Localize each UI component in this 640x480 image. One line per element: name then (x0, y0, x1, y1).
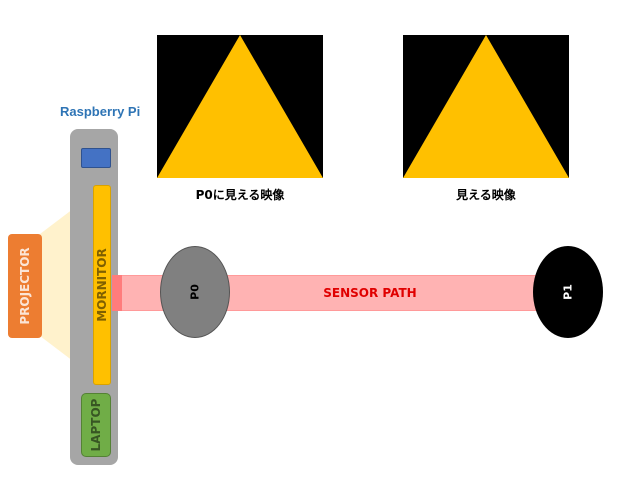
sensor-p0: P0 (160, 246, 230, 338)
sensor-p1-label: P1 (561, 284, 575, 300)
laptop-box: LAPTOP (81, 393, 111, 457)
sensor-p0-label: P0 (188, 284, 202, 300)
triangle-image-p0 (157, 35, 323, 178)
laptop-label: LAPTOP (89, 398, 103, 452)
raspberry-pi-label: Raspberry Pi (60, 104, 141, 119)
projector-label: PROJECTOR (18, 247, 32, 325)
sensor-path-label: SENSOR PATH (323, 286, 417, 300)
monitor-label: MORNITOR (95, 248, 109, 322)
projector-box: PROJECTOR (8, 234, 42, 338)
image-seen (403, 35, 569, 178)
monitor-bar: MORNITOR (93, 185, 111, 385)
caption-p0-image: P0に見える映像 (195, 188, 285, 202)
sensor-path-start (112, 275, 122, 311)
caption-image: 見える映像 (456, 188, 516, 202)
sensor-p1: P1 (533, 246, 603, 338)
pi-chip (81, 148, 111, 168)
triangle-image (403, 35, 569, 178)
image-seen-by-p0 (157, 35, 323, 178)
